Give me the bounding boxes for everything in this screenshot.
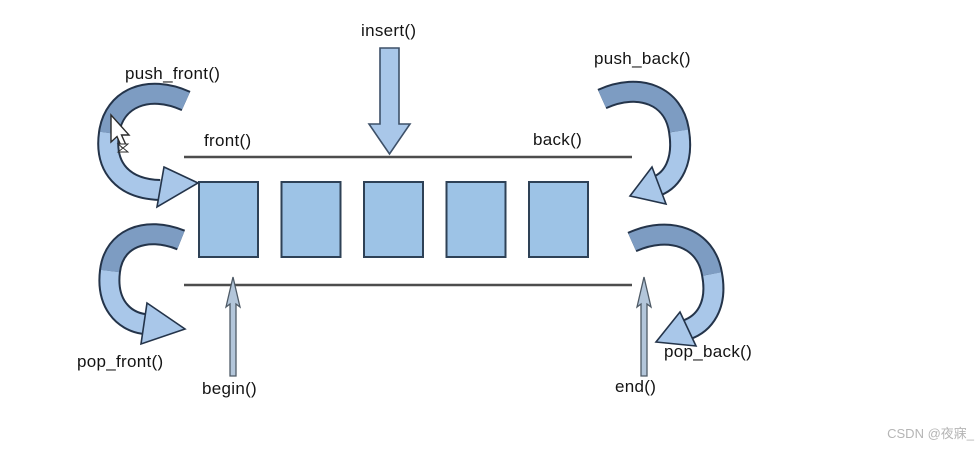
arrow-dark-segment [101, 225, 185, 273]
cursor-busy-icon [116, 143, 130, 153]
arrow-light-segment [652, 129, 690, 195]
arrow-light-segment [99, 131, 161, 199]
label-end: end() [615, 377, 657, 396]
pop-back-arrow [627, 223, 725, 347]
label-push-front: push_front() [125, 64, 221, 83]
arrow-light-segment [682, 272, 723, 339]
arrow-dark-segment [628, 225, 721, 277]
label-begin: begin() [202, 379, 258, 398]
pop-front-arrow [98, 223, 187, 346]
label-pop-back: pop_back() [664, 342, 753, 361]
arrow-dark-segment [598, 82, 688, 133]
deque-element-box [280, 181, 342, 258]
push-back-arrow [597, 80, 692, 206]
deque-element-box [363, 181, 424, 258]
arrow-head [140, 301, 187, 346]
label-insert: insert() [361, 21, 417, 40]
begin-arrow [224, 276, 242, 377]
label-front: front() [204, 131, 252, 150]
arrow-light-segment [100, 269, 146, 333]
arrow-head [628, 165, 668, 206]
label-back: back() [533, 130, 583, 149]
arrow-head [155, 165, 200, 209]
deque-boxes [198, 181, 589, 258]
label-pop-front: pop_front() [77, 352, 164, 371]
arrow-head [654, 310, 698, 347]
deque-element-box [528, 181, 589, 258]
end-arrow [635, 276, 653, 377]
label-push-back: push_back() [594, 49, 691, 68]
deque-element-box [445, 181, 507, 258]
insert-arrow [367, 47, 412, 156]
watermark: CSDN @夜寐_ [887, 426, 974, 441]
mouse-cursor [110, 113, 131, 153]
deque-element-box [198, 181, 259, 258]
